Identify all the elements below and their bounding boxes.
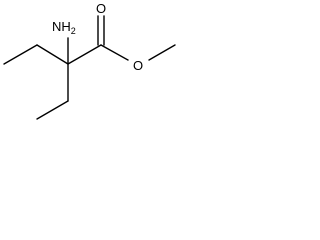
bond-carbonyl-ester-oxygen — [100, 44, 129, 61]
bond-ethyl2-terminal — [36, 100, 69, 120]
amine-label: NH2 — [52, 19, 76, 36]
bond-ethyl1-terminal — [3, 44, 38, 65]
bond-c-carbonyl-carbon — [67, 44, 102, 65]
structure-diagram: NH2 O O — [3, 1, 176, 120]
ester-oxygen-label: O — [133, 58, 143, 73]
bond-ethyl1-ch2 — [36, 44, 69, 65]
bond-ester-oxygen-methyl — [148, 44, 176, 61]
carbonyl-oxygen-label: O — [96, 1, 106, 16]
